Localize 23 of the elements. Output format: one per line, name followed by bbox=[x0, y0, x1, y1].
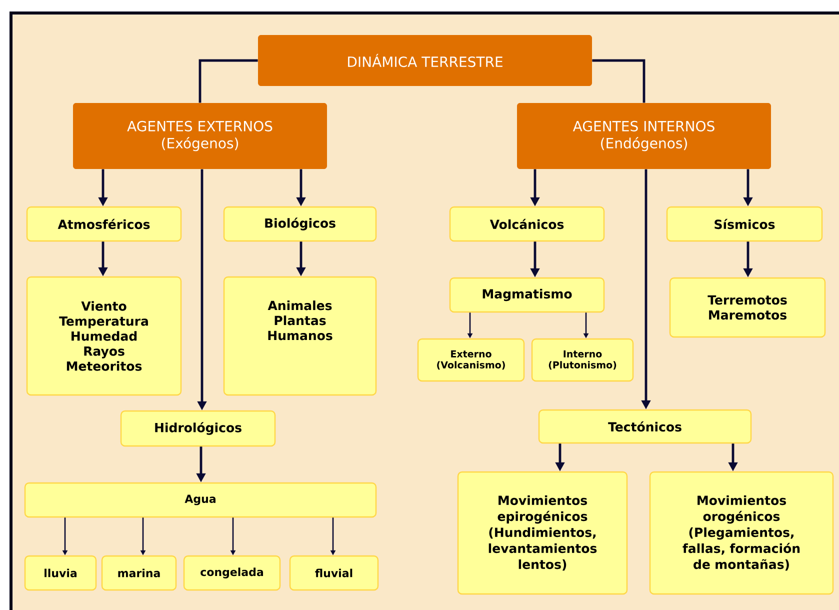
category-box: Hidrológicos bbox=[120, 410, 276, 447]
category-box: fluvial bbox=[289, 555, 379, 591]
category-box: Externo (Volcanismo) bbox=[417, 338, 525, 382]
category-box: Terremotos Maremotos bbox=[669, 277, 826, 338]
title-box: AGENTES EXTERNOS (Exógenos) bbox=[73, 103, 327, 169]
category-box: Sísmicos bbox=[666, 206, 823, 242]
item-list: Animales Plantas Humanos bbox=[268, 300, 332, 340]
category-box: Interno (Plutonismo) bbox=[531, 338, 634, 382]
category-box: Biológicos bbox=[223, 206, 377, 242]
category-box: Agua bbox=[24, 482, 377, 518]
category-box bbox=[223, 276, 377, 396]
category-box: Movimientos epirogénicos (Hundimientos, levantamientos lentos) bbox=[457, 471, 628, 595]
title-box: DINÁMICA TERRESTRE bbox=[258, 35, 592, 86]
category-box: Magmatismo bbox=[449, 277, 605, 313]
category-box: lluvia bbox=[24, 555, 97, 591]
category-box: Movimientos orogénicos (Plegamientos, fallas, formación de montañas) bbox=[649, 471, 834, 595]
category-box: congelada bbox=[183, 555, 281, 591]
category-box: Viento Temperatura Humedad Rayos Meteoritos bbox=[26, 276, 182, 396]
category-box: Atmosféricos bbox=[26, 206, 182, 242]
category-box: Volcánicos bbox=[449, 206, 605, 242]
title-box: AGENTES INTERNOS (Endógenos) bbox=[517, 103, 771, 169]
category-box: marina bbox=[101, 555, 177, 591]
category-box: Tectónicos bbox=[538, 409, 752, 444]
